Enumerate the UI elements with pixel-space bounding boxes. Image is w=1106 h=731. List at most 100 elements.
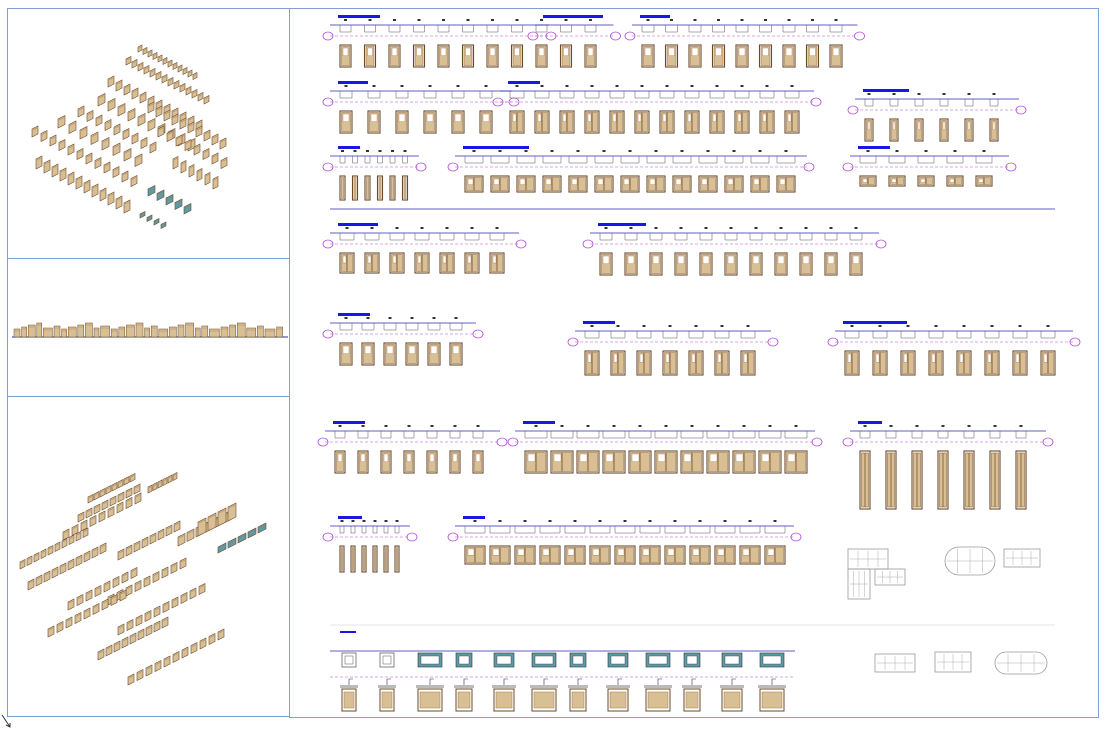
door-elevation [367, 110, 381, 134]
iso-door-block [117, 548, 125, 561]
door-elevation [339, 110, 353, 134]
elevation-door-block [185, 322, 194, 338]
door-elevation-group [500, 81, 814, 134]
iso-door-block [123, 148, 132, 162]
iso-door-block [179, 557, 187, 570]
iso-door-block [77, 511, 85, 523]
door-elevation [439, 252, 455, 274]
door-elevation [634, 110, 650, 134]
door-elevation [486, 44, 499, 68]
iso-door-block [51, 566, 59, 579]
door-elevation [714, 350, 730, 376]
elevation-door-block [100, 325, 110, 338]
door-elevation [394, 545, 400, 573]
door-elevation-group [330, 15, 614, 68]
iso-door-block [116, 501, 124, 514]
iso-door-block [71, 524, 79, 536]
iso-door-block [152, 571, 160, 583]
iso-door-block [90, 131, 99, 145]
iso-door-block [174, 198, 183, 210]
door-elevation [449, 342, 463, 366]
door-elevation [776, 175, 796, 193]
viewport-elevation-sheet[interactable] [289, 8, 1099, 718]
iso-door-block [139, 211, 146, 219]
iso-door-block [58, 139, 66, 151]
door-elevation [437, 44, 450, 68]
iso-door-block [152, 52, 158, 60]
elevation-door-block [158, 328, 169, 338]
iso-door-block [125, 487, 133, 499]
iso-door-block [33, 552, 40, 563]
door-elevation [824, 252, 838, 276]
floor-plan-fragment [944, 546, 996, 576]
iso-door-block [181, 646, 189, 659]
iso-door-block [157, 125, 165, 138]
iso-door-block [57, 115, 66, 129]
door-elevation [664, 44, 679, 68]
cabinet-unit [606, 652, 630, 712]
elevation-door-block [194, 327, 201, 338]
door-elevation [774, 252, 788, 276]
iso-door-block [188, 164, 195, 178]
door-elevation [680, 450, 704, 474]
door-elevation [889, 118, 899, 142]
door-elevation-group [330, 516, 410, 573]
iso-door-block [113, 640, 121, 653]
iso-door-block [83, 179, 91, 194]
door-elevation [939, 118, 949, 142]
iso-door-block [152, 482, 158, 491]
cabinet-unit [758, 652, 786, 712]
door-elevation [534, 110, 550, 134]
iso-door-block [86, 110, 94, 122]
iso-door-block [197, 92, 204, 102]
iso-door-block [107, 506, 115, 518]
iso-door-block [107, 75, 115, 88]
iso-door-block [119, 589, 127, 602]
iso-door-block [85, 589, 93, 602]
iso-door-block [199, 637, 207, 650]
viewport-front-elevation[interactable] [7, 258, 290, 397]
iso-door-block [105, 485, 112, 495]
iso-door-block [89, 515, 97, 527]
iso-door-block [172, 62, 178, 70]
door-elevation [559, 110, 575, 134]
door-elevation [688, 350, 704, 376]
iso-door-block [154, 660, 162, 672]
iso-door-block [54, 541, 61, 552]
elevation-door-block [93, 327, 100, 338]
iso-door-block [177, 64, 183, 73]
viewport-isometric-bottom[interactable] [7, 396, 290, 717]
iso-door-block [144, 610, 152, 622]
door-elevation [928, 350, 944, 376]
isometric-door-array-top [31, 44, 228, 229]
iso-door-block [121, 571, 129, 584]
door-elevation [389, 175, 396, 201]
iso-door-block [172, 472, 178, 481]
door-elevation [568, 175, 588, 193]
door-elevation [698, 175, 718, 193]
door-elevation [885, 450, 897, 510]
iso-door-block [133, 540, 141, 553]
door-elevation [784, 450, 808, 474]
iso-door-block [117, 491, 125, 503]
door-elevation [636, 350, 652, 376]
door-elevation [542, 175, 562, 193]
iso-door-block [67, 171, 75, 186]
door-elevation [782, 44, 796, 68]
iso-door-block [75, 175, 83, 190]
iso-door-block [167, 59, 173, 68]
iso-door-block [123, 199, 131, 214]
iso-door-block [217, 628, 225, 641]
viewport-isometric-top[interactable] [7, 8, 290, 259]
iso-door-block [161, 566, 169, 579]
iso-door-block [179, 83, 186, 93]
door-elevation [602, 450, 626, 474]
elevation-door-block [110, 328, 118, 338]
iso-door-block [219, 137, 227, 150]
iso-door-block [180, 592, 188, 604]
iso-door-block [171, 596, 179, 609]
iso-door-block [59, 167, 67, 182]
iso-door-block [157, 479, 163, 489]
door-elevation [339, 545, 345, 573]
door-elevation [750, 175, 770, 193]
